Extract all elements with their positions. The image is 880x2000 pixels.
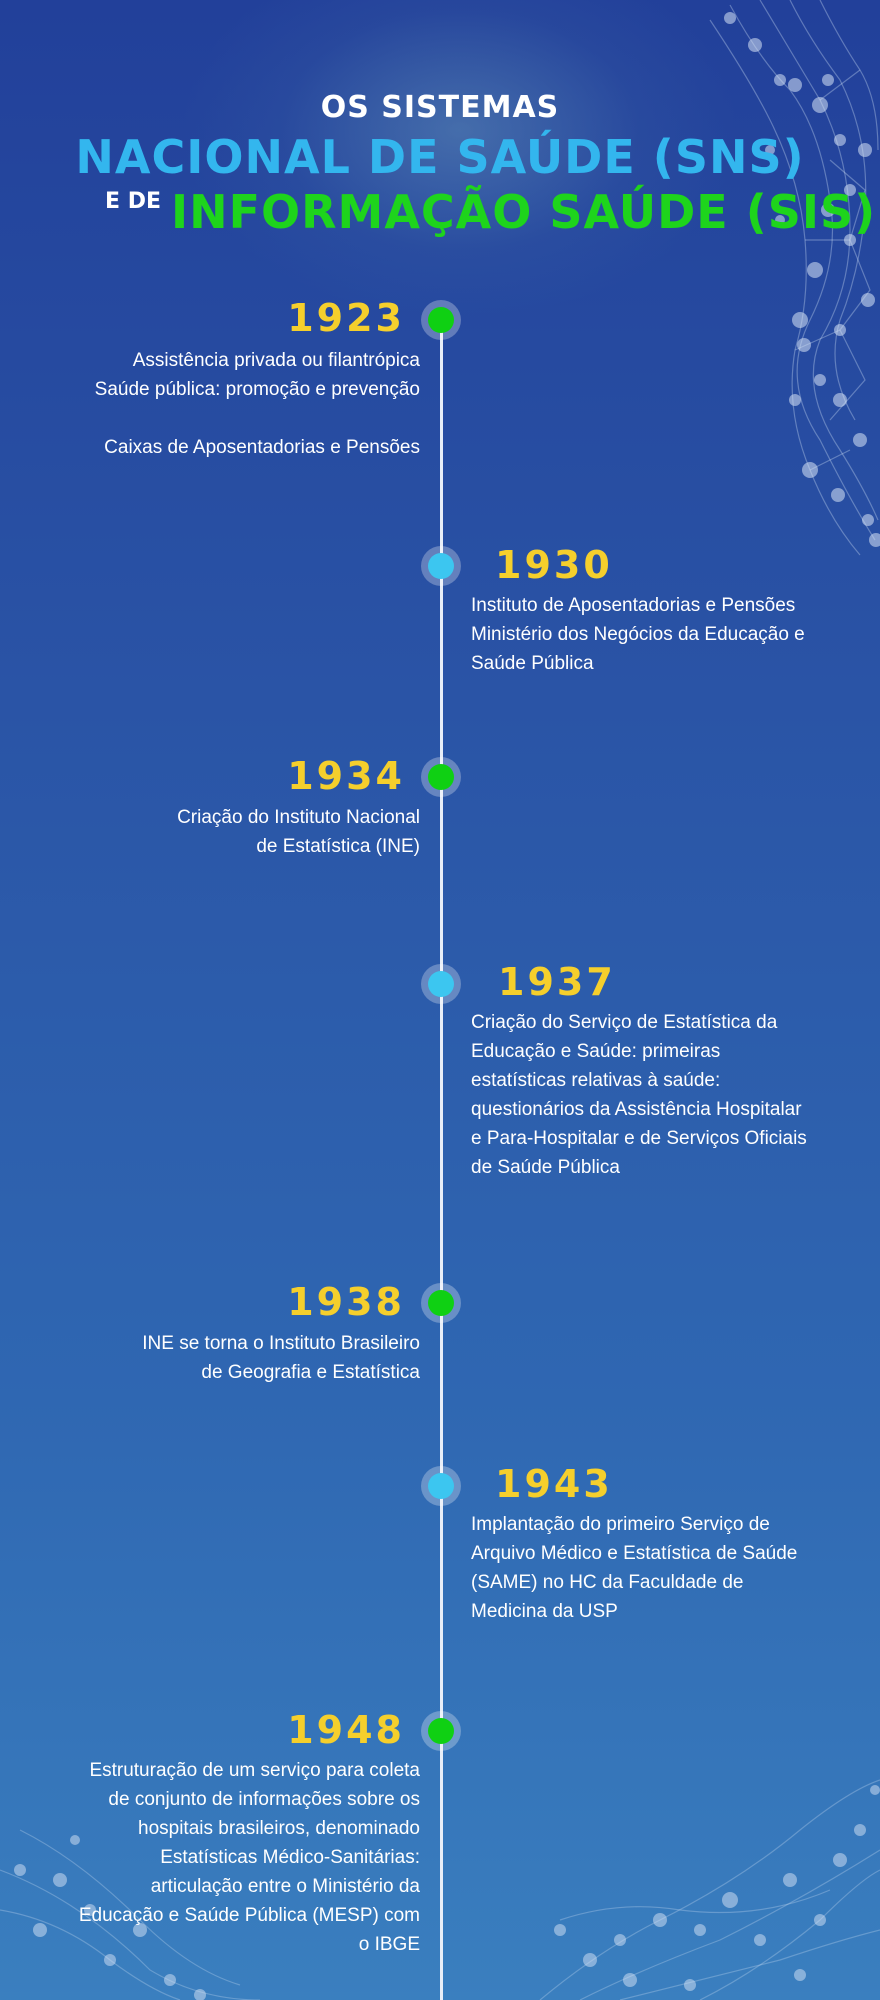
- event-text-1948: Estruturação de um serviço para coleta d…: [0, 1756, 420, 1959]
- event-year-1930: 1930: [495, 543, 613, 587]
- event-line: Educação e Saúde Pública (MESP) com: [78, 1905, 420, 1926]
- event-line: Saúde pública: promoção e prevenção: [94, 379, 420, 400]
- event-year-1923: 1923: [287, 296, 405, 340]
- event-text-1934: Criação do Instituto Nacional de Estatís…: [0, 803, 420, 861]
- timeline-dot-1948: [428, 1718, 454, 1744]
- event-line: Caixas de Aposentadorias e Pensões: [104, 437, 420, 458]
- event-line: e Para-Hospitalar e de Serviços Oficiais: [471, 1128, 807, 1149]
- event-text-1930: Instituto de Aposentadorias e Pensões Mi…: [471, 591, 871, 678]
- title-sis-row: E DE INFORMAÇÃO SAÚDE (SIS): [105, 185, 875, 239]
- event-line: Criação do Serviço de Estatística da: [471, 1012, 778, 1033]
- title-prefix: E DE: [105, 189, 161, 214]
- event-text-1943: Implantação do primeiro Serviço de Arqui…: [471, 1510, 871, 1626]
- event-line: estatísticas relativas à saúde:: [471, 1070, 721, 1091]
- event-line: Implantação do primeiro Serviço de: [471, 1514, 770, 1535]
- event-line: questionários da Assistência Hospitalar: [471, 1099, 802, 1120]
- timeline-dot-1943: [428, 1473, 454, 1499]
- title-sis: INFORMAÇÃO SAÚDE (SIS): [170, 185, 877, 239]
- timeline-dot-1923: [428, 307, 454, 333]
- event-line: o IBGE: [358, 1934, 420, 1955]
- event-line: articulação entre o Ministério da: [150, 1876, 420, 1897]
- event-year-1934: 1934: [287, 754, 405, 798]
- event-line-blank: [0, 404, 420, 433]
- timeline-dot-1930: [428, 553, 454, 579]
- event-line: Estruturação de um serviço para coleta: [89, 1760, 420, 1781]
- event-line: de Estatística (INE): [256, 836, 420, 857]
- event-line: Instituto de Aposentadorias e Pensões: [471, 595, 796, 616]
- event-line: Ministério dos Negócios da Educação e: [471, 624, 805, 645]
- event-year-1943: 1943: [495, 1462, 613, 1506]
- timeline-axis: [440, 318, 443, 2000]
- timeline-dot-1934: [428, 764, 454, 790]
- event-line: Educação e Saúde: primeiras: [471, 1041, 721, 1062]
- network-decoration-top: [709, 0, 880, 556]
- event-year-1948: 1948: [287, 1708, 405, 1752]
- event-year-1938: 1938: [287, 1280, 405, 1324]
- event-text-1937: Criação do Serviço de Estatística da Edu…: [471, 1008, 871, 1182]
- title-line-1: OS SISTEMAS: [320, 90, 560, 125]
- timeline-dot-1937: [428, 971, 454, 997]
- event-line: Criação do Instituto Nacional: [177, 807, 420, 828]
- title-sns: NACIONAL DE SAÚDE (SNS): [75, 130, 805, 184]
- event-text-1938: INE se torna o Instituto Brasileiro de G…: [0, 1329, 420, 1387]
- event-line: de Geografia e Estatística: [201, 1362, 420, 1383]
- event-year-1937: 1937: [498, 960, 616, 1004]
- event-line: Estatísticas Médico-Sanitárias:: [160, 1847, 420, 1868]
- event-line: hospitais brasileiros, denominado: [138, 1818, 420, 1839]
- event-line: de conjunto de informações sobre os: [108, 1789, 420, 1810]
- event-line: Arquivo Médico e Estatística de Saúde: [471, 1543, 798, 1564]
- timeline-dot-1938: [428, 1290, 454, 1316]
- event-line: (SAME) no HC da Faculdade de: [471, 1572, 744, 1593]
- event-text-1923: Assistência privada ou filantrópica Saúd…: [0, 346, 420, 462]
- event-line: Medicina da USP: [471, 1601, 618, 1622]
- event-line: INE se torna o Instituto Brasileiro: [142, 1333, 420, 1354]
- event-line: Assistência privada ou filantrópica: [132, 350, 420, 371]
- event-line: de Saúde Pública: [471, 1157, 620, 1178]
- event-line: Saúde Pública: [471, 653, 594, 674]
